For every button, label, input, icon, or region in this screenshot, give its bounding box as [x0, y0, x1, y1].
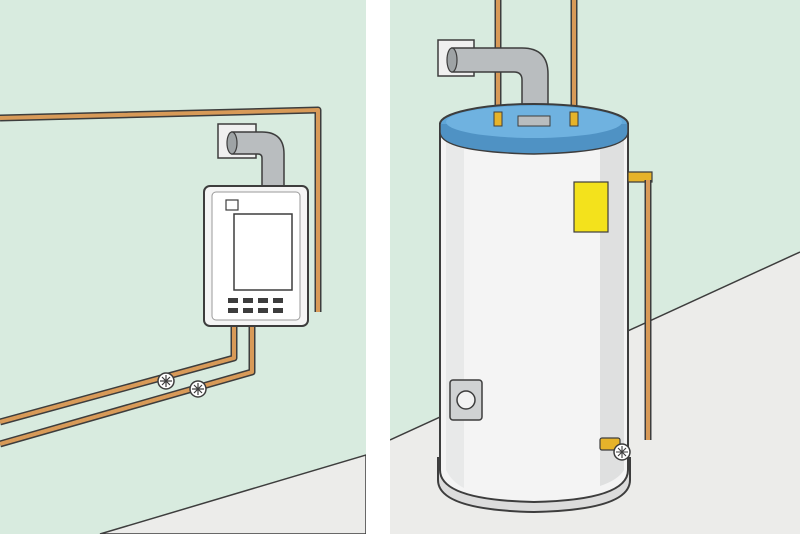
- control-display: [233, 213, 293, 291]
- energy-label: [573, 181, 609, 233]
- thermostat-dial-icon: [456, 390, 476, 410]
- control-button: [225, 199, 239, 211]
- tankless-water-heater-panel: [0, 0, 366, 534]
- tank-water-heater-panel: [390, 0, 800, 534]
- tankless-unit: [203, 185, 309, 327]
- floor: [99, 454, 366, 534]
- relief-valve: [627, 171, 653, 183]
- tankless-scene: [0, 0, 366, 534]
- vent-slots: [228, 298, 283, 313]
- valve-icon: [189, 380, 207, 398]
- thermostat-control: [449, 379, 483, 421]
- valve-icon: [157, 372, 175, 390]
- panel-divider: [366, 0, 390, 534]
- tank-scene: [390, 0, 800, 534]
- water-heater-tank: [437, 103, 631, 514]
- drain-valve: [599, 437, 631, 461]
- wall: [0, 0, 366, 534]
